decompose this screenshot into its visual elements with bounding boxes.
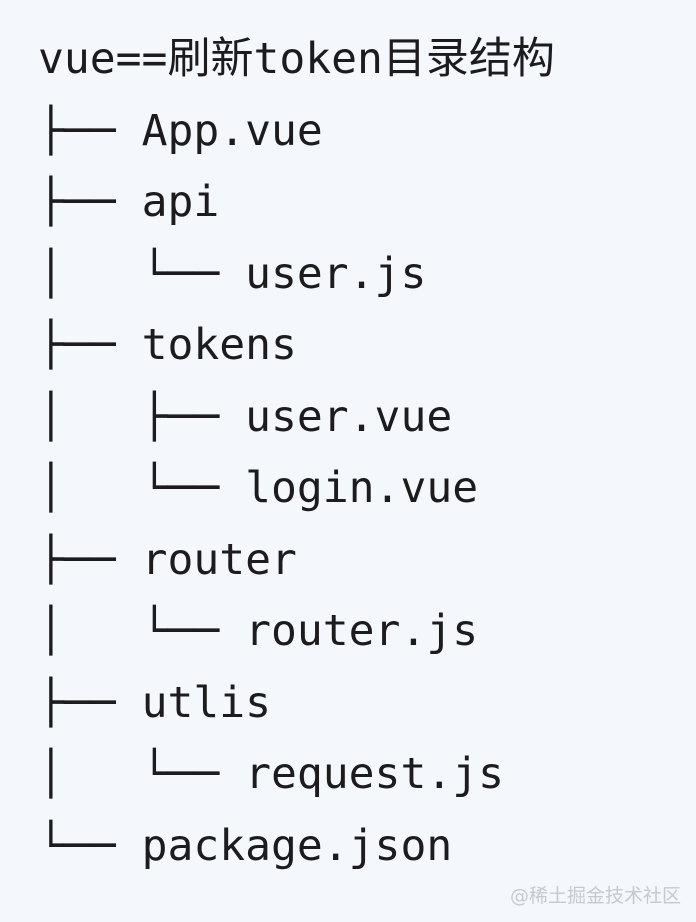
- tree-row: │ └── request.js: [38, 739, 696, 811]
- tree-branch-glyph: ├──: [38, 105, 142, 156]
- tree-row: │ └── login.vue: [38, 453, 696, 525]
- tree-row: ├── utlis: [38, 668, 696, 740]
- tree-row: ├── tokens: [38, 310, 696, 382]
- tree-entry-label: router.js: [245, 606, 479, 656]
- tree-branch-glyph: │ └──: [38, 248, 246, 299]
- tree-branch-glyph: ├──: [38, 677, 142, 728]
- tree-entry-label: api: [141, 177, 220, 227]
- directory-listing: vue==刷新token目录结构 ├── App.vue ├── api │ └…: [38, 34, 696, 883]
- tree-branch-glyph: └──: [38, 820, 142, 871]
- tree-branch-glyph: ├──: [38, 320, 142, 370]
- tree-branch-glyph: │ └──: [38, 463, 246, 513]
- tree-row: └── package.json: [38, 811, 696, 883]
- tree-branch-glyph: ├──: [38, 177, 142, 227]
- tree-entry-label: login.vue: [245, 463, 479, 513]
- tree-branch-glyph: │ ├──: [38, 391, 246, 442]
- tree-row: ├── api: [38, 167, 696, 239]
- tree-row: │ └── router.js: [38, 596, 696, 668]
- tree-entry-label: request.js: [245, 749, 504, 799]
- tree-row: │ ├── user.vue: [38, 382, 696, 454]
- tree-entry-label: router: [141, 534, 297, 585]
- tree-branch-glyph: ├──: [38, 534, 142, 585]
- watermark: @稀土掘金技术社区: [509, 885, 681, 907]
- tree-entry-label: package.json: [141, 820, 453, 871]
- tree-entry-label: tokens: [141, 320, 297, 370]
- tree-row: ├── router: [38, 525, 696, 597]
- tree-entry-label: utlis: [141, 677, 272, 728]
- directory-tree: ├── App.vue ├── api │ └── user.js ├── to…: [38, 96, 696, 883]
- tree-entry-label: user.js: [245, 248, 427, 299]
- tree-entry-label: user.vue: [245, 391, 453, 442]
- tree-row: │ └── user.js: [38, 239, 696, 311]
- tree-branch-glyph: │ └──: [38, 749, 246, 799]
- tree-row: ├── App.vue: [38, 96, 696, 168]
- page-title: vue==刷新token目录结构: [38, 34, 555, 84]
- tree-entry-label: App.vue: [141, 105, 323, 156]
- tree-branch-glyph: │ └──: [38, 606, 246, 656]
